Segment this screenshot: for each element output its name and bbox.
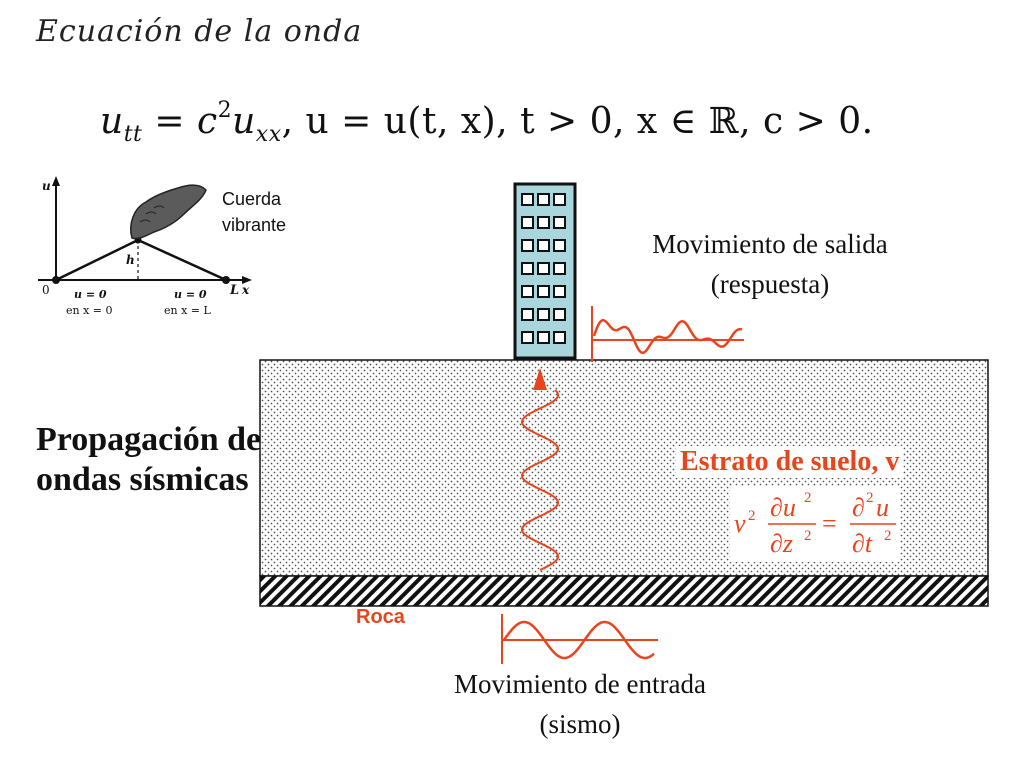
eq-rest: , u = u(t, x), t > 0, x ∈ ℝ, c > 0. xyxy=(281,101,874,142)
input-motion-label: Movimiento de entrada (sismo) xyxy=(400,664,760,744)
pde-num-left: ∂u xyxy=(770,493,796,522)
building-window xyxy=(553,239,566,252)
eq-equals: = xyxy=(142,101,197,142)
eq-u-sub: xx xyxy=(255,122,282,147)
building-window xyxy=(537,308,550,321)
building-window xyxy=(553,308,566,321)
main-heading-line1: Propagación de xyxy=(36,421,262,458)
input-signal-wave xyxy=(502,620,655,660)
pde-num-left-exp: 2 xyxy=(804,490,812,506)
end-label: L xyxy=(229,283,239,298)
eq-lhs-sub: tt xyxy=(123,122,143,147)
output-label-line1: Movimiento de salida xyxy=(652,229,888,259)
left-end-point xyxy=(52,276,60,284)
building-window xyxy=(537,193,550,206)
eq-exp: 2 xyxy=(217,98,233,123)
bedrock-layer xyxy=(259,575,989,607)
pde-coef-exp: 2 xyxy=(748,508,756,524)
building-window xyxy=(553,262,566,275)
building-window xyxy=(521,308,534,321)
output-motion-label: Movimiento de salida (respuesta) xyxy=(580,224,960,304)
wave-arrow-head xyxy=(533,368,547,390)
pde-den-left-exp: 2 xyxy=(804,528,812,544)
building-window xyxy=(521,262,534,275)
string-caption-line1: Cuerda xyxy=(222,189,282,209)
eq-c: c xyxy=(196,101,218,142)
right-condition: u = 0 xyxy=(174,288,207,301)
pde-den-right-exp: 2 xyxy=(884,528,892,544)
pde-coef: v xyxy=(734,509,746,538)
pde-den-right: ∂t xyxy=(852,529,873,558)
building xyxy=(513,182,577,360)
axis-u-label: u xyxy=(42,179,51,193)
building-windows xyxy=(521,193,566,344)
output-signal-wave xyxy=(592,318,743,355)
left-condition-where: en x = 0 xyxy=(66,304,113,317)
output-label-line2: (respuesta) xyxy=(710,269,830,299)
building-window xyxy=(537,331,550,344)
string-figure: u x 0 h L u = 0 en x = 0 u = 0 en x = L xyxy=(38,176,252,317)
building-window xyxy=(537,239,550,252)
building-window xyxy=(553,193,566,206)
pde-num-right-var: u xyxy=(876,493,889,522)
building-window xyxy=(521,193,534,206)
pde-num-right-exp: 2 xyxy=(866,490,874,506)
right-condition-where: en x = L xyxy=(164,304,212,317)
pde-equals: = xyxy=(822,509,837,538)
right-end-point xyxy=(222,276,230,284)
left-condition: u = 0 xyxy=(74,288,107,301)
x-axis-arrow xyxy=(242,276,252,284)
pde-den-left: ∂z xyxy=(770,529,793,558)
u-axis-arrow xyxy=(52,176,60,186)
height-label: h xyxy=(126,253,135,267)
main-heading: Propagación de ondas sísmicas xyxy=(36,420,261,500)
wave-equation: utt = c2uxx, u = u(t, x), t > 0, x ∈ ℝ, … xyxy=(100,98,874,147)
stratum-pde: v 2 ∂u 2 ∂z 2 = ∂ 2 u ∂t 2 xyxy=(730,486,900,562)
building-window xyxy=(553,216,566,229)
building-window xyxy=(521,216,534,229)
building-window xyxy=(537,216,550,229)
hand-icon xyxy=(130,184,207,240)
building-window xyxy=(521,239,534,252)
building-window xyxy=(521,285,534,298)
building-window xyxy=(521,331,534,344)
main-heading-line2: ondas sísmicas xyxy=(36,461,249,498)
string-caption: Cuerda vibrante xyxy=(222,186,286,238)
string-caption-line2: vibrante xyxy=(222,215,287,235)
eq-u: u xyxy=(232,101,256,142)
axis-x-label: x xyxy=(241,283,250,297)
rock-label: Roca xyxy=(356,606,405,628)
seismic-wave-path xyxy=(520,389,560,571)
building-window xyxy=(553,331,566,344)
input-label-line1: Movimiento de entrada xyxy=(454,669,706,699)
hand-fingers xyxy=(139,205,165,223)
origin-label: 0 xyxy=(42,283,50,297)
stratum-label: Estrato de suelo, v xyxy=(676,446,904,478)
page-title: Ecuación de la onda xyxy=(36,14,363,49)
pde-num-right: ∂ xyxy=(852,493,865,522)
input-label-line2: (sismo) xyxy=(539,709,621,739)
eq-lhs: u xyxy=(100,101,124,142)
building-window xyxy=(537,285,550,298)
building-window xyxy=(553,285,566,298)
building-window xyxy=(537,262,550,275)
